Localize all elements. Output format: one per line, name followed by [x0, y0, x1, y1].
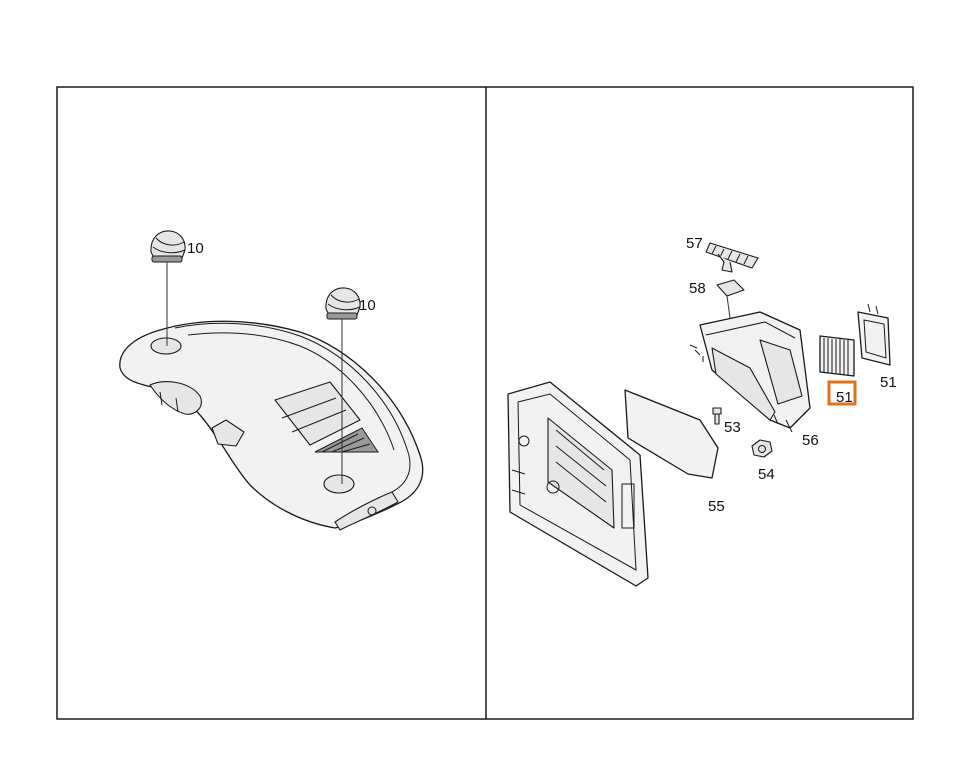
nut-part	[751, 439, 773, 458]
right-panel: 57 58 51 51 53 56 54 55	[507, 235, 897, 587]
cap-part-2	[325, 287, 361, 320]
grille-part	[705, 242, 759, 273]
callout-label: 53	[724, 419, 741, 436]
diagram-frame	[56, 86, 914, 720]
callout-label: 56	[802, 432, 819, 449]
left-panel: 10 10	[119, 230, 424, 531]
callout-label-highlighted[interactable]: 51	[836, 389, 853, 406]
filter-cover-part	[857, 303, 891, 366]
backing-panel	[507, 381, 649, 587]
highlight-box[interactable]	[827, 380, 857, 406]
callout-label: 10	[187, 240, 204, 257]
gasket-part	[716, 279, 745, 297]
seal-plate-part	[624, 389, 719, 479]
callout-label: 58	[689, 280, 706, 297]
cap-part-1	[150, 230, 186, 263]
callout-label: 57	[686, 235, 703, 252]
console-housing	[119, 320, 424, 531]
leader-line	[726, 295, 731, 319]
fastener-part	[712, 407, 722, 425]
callout-label: 10	[359, 297, 376, 314]
housing-part	[689, 311, 811, 433]
callout-label: 54	[758, 466, 775, 483]
callout-label: 55	[708, 498, 725, 515]
callout-label: 51	[880, 374, 897, 391]
filter-element-part	[819, 335, 855, 377]
